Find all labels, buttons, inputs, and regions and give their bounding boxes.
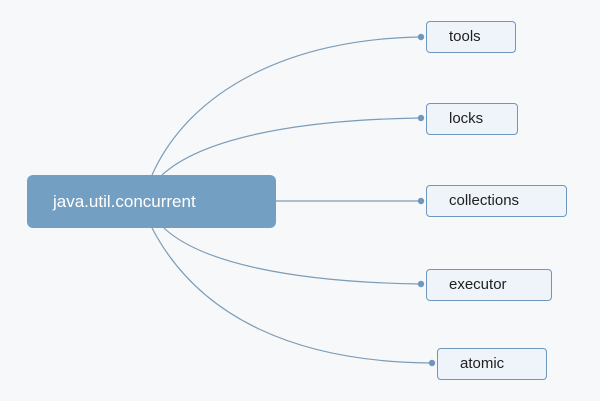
- connector-dot-collections: [417, 197, 425, 205]
- connector-executor: [163, 227, 421, 285]
- connector-dot-tools: [417, 33, 425, 41]
- connector-tools: [151, 36, 421, 176]
- child-node-atomic[interactable]: atomic: [437, 348, 547, 380]
- connector-dot-executor: [417, 280, 425, 288]
- connector-dot-atomic: [428, 359, 436, 367]
- child-node-collections[interactable]: collections: [426, 185, 567, 217]
- connector-atomic: [151, 227, 432, 364]
- child-node-executor[interactable]: executor: [426, 269, 552, 301]
- child-node-locks[interactable]: locks: [426, 103, 518, 135]
- root-node-java-util-concurrent[interactable]: java.util.concurrent: [27, 175, 276, 228]
- connector-locks: [161, 117, 421, 176]
- child-node-tools[interactable]: tools: [426, 21, 516, 53]
- connector-dot-locks: [417, 114, 425, 122]
